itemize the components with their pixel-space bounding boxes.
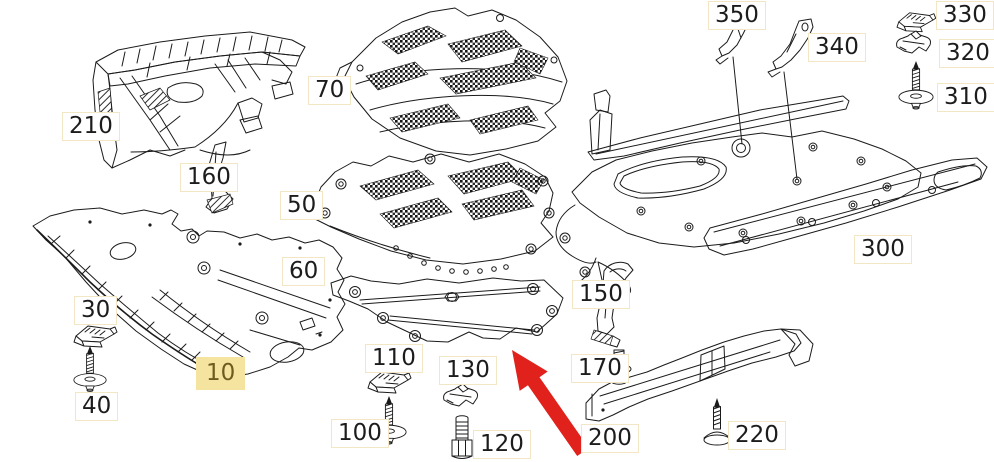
part-label-100: 100: [331, 419, 389, 448]
leader-line-350: [732, 56, 743, 145]
part-label-220: 220: [728, 421, 786, 450]
part-label-210: 210: [62, 112, 120, 141]
part-50-drawing: [312, 153, 555, 275]
part-label-40: 40: [75, 392, 119, 421]
part-label-310: 310: [937, 83, 994, 112]
red-arrow-pointer: [512, 350, 589, 456]
part-label-300: 300: [854, 235, 912, 264]
part-210-drawing: [92, 31, 306, 169]
part-70-drawing: [335, 7, 568, 156]
part-label-200: 200: [581, 424, 639, 453]
part-200-drawing: [585, 328, 814, 422]
part-label-320: 320: [939, 39, 994, 68]
clip-330-icon: [896, 12, 937, 33]
leader-line-340: [783, 71, 798, 180]
part-label-130: 130: [439, 356, 497, 385]
part-label-30: 30: [74, 296, 118, 325]
part-label-120: 120: [473, 430, 531, 459]
part-label-10-highlighted: 10: [196, 357, 246, 390]
bolt-120-icon: [451, 415, 473, 459]
screw-40-icon: [73, 345, 107, 392]
clip-320-icon: [896, 30, 931, 54]
part-340-drawing: [767, 18, 814, 78]
part-300-drawing: [555, 89, 988, 297]
clip-130-icon: [443, 383, 478, 407]
screw-220-icon: [703, 397, 731, 446]
part-label-70: 70: [308, 76, 352, 105]
clip-110-icon: [367, 371, 412, 394]
part-label-350: 350: [708, 1, 766, 30]
part-label-50: 50: [280, 191, 324, 220]
part-label-110: 110: [365, 344, 423, 373]
part-label-160: 160: [180, 163, 238, 192]
part-label-170: 170: [571, 354, 629, 383]
clip-30-icon: [73, 325, 118, 348]
part-10-drawing: [32, 207, 346, 378]
screw-310-icon: [898, 60, 934, 110]
part-label-330: 330: [936, 1, 994, 30]
part-label-60: 60: [282, 257, 326, 286]
part-60-drawing: [330, 275, 564, 343]
part-label-340: 340: [808, 33, 866, 62]
part-label-150: 150: [572, 280, 630, 309]
